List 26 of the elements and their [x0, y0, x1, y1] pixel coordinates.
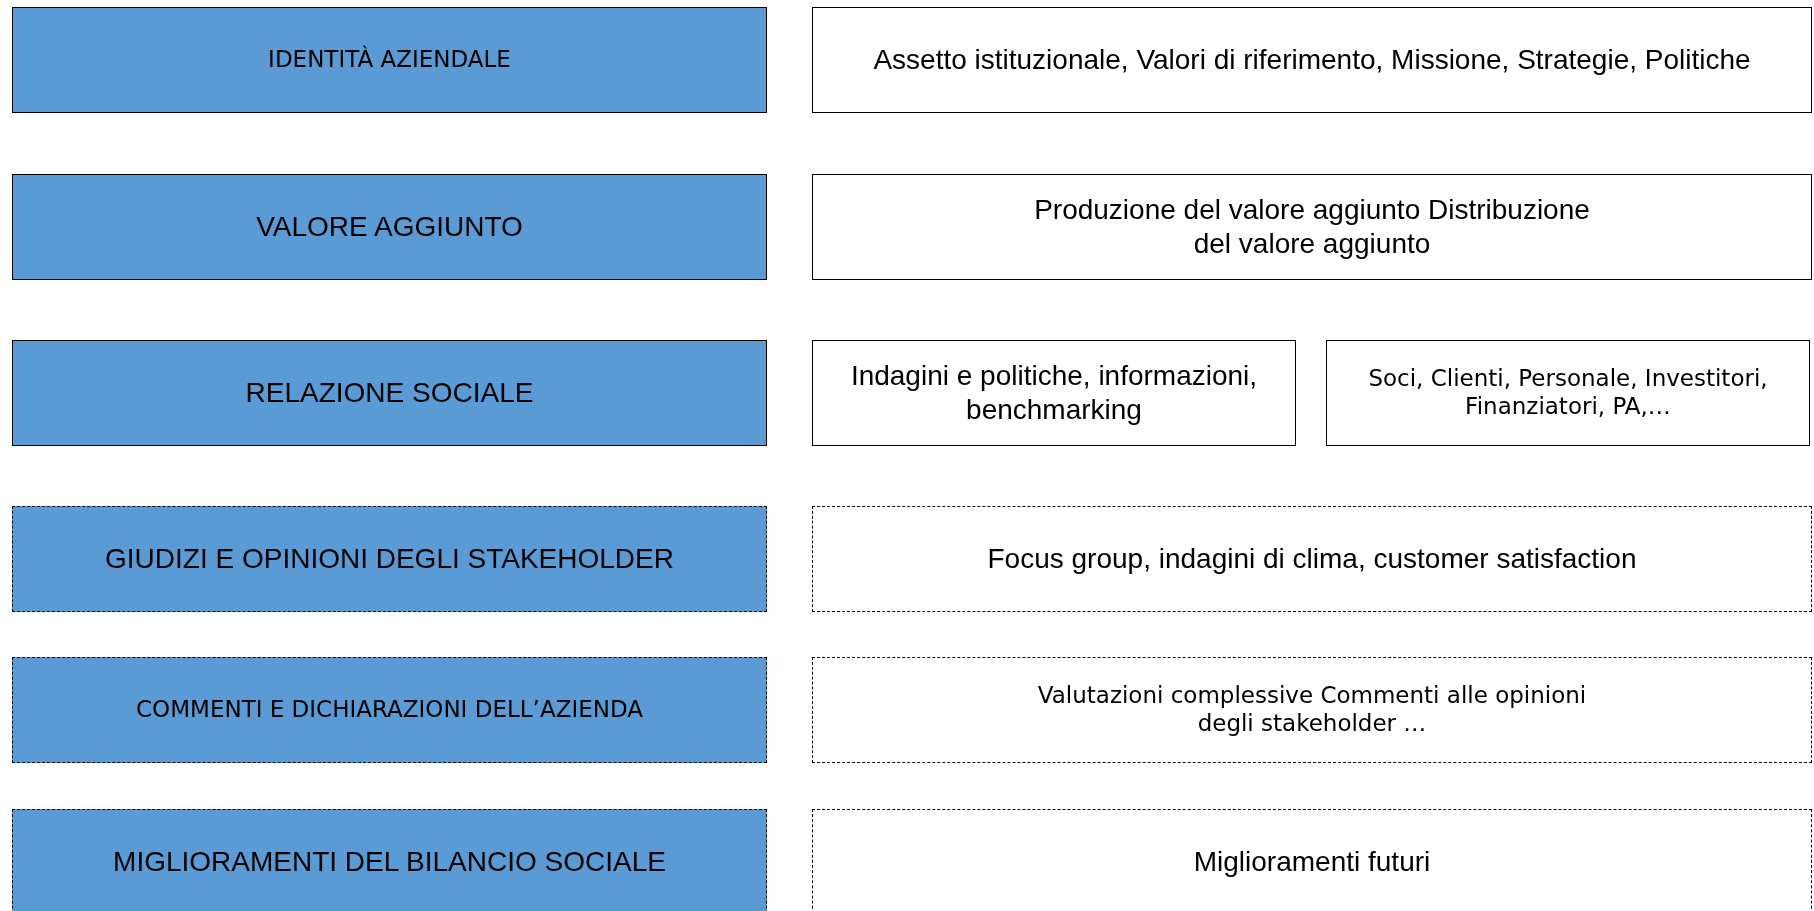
section-title: RELAZIONE SOCIALE — [244, 376, 535, 410]
description-box — [1326, 340, 1810, 446]
description-text: Valutazioni complessive Commenti alle opinioni degli stakeholder … — [1036, 682, 1588, 738]
section-box — [12, 7, 767, 113]
section-box — [12, 340, 767, 446]
section-title: COMMENTI E DICHIARAZIONI DELL’AZIENDA — [135, 696, 644, 724]
description-text: Assetto istituzionale, Valori di riferimento, Missione, Strategie, Politiche — [872, 43, 1752, 77]
description-box — [812, 7, 1812, 113]
section-box — [12, 809, 767, 911]
description-box — [812, 340, 1296, 446]
description-text: Soci, Clienti, Personale, Investitori, Finanziatori, PA,… — [1367, 365, 1769, 421]
section-title: MIGLIORAMENTI DEL BILANCIO SOCIALE — [112, 845, 667, 879]
section-box — [12, 174, 767, 280]
section-title: VALORE AGGIUNTO — [255, 210, 524, 244]
description-text: Produzione del valore aggiunto Distribuzione del valore aggiunto — [1033, 193, 1591, 261]
description-box — [812, 657, 1812, 763]
section-box — [12, 657, 767, 763]
description-box — [812, 506, 1812, 612]
description-text: Focus group, indagini di clima, customer satisfaction — [986, 542, 1638, 576]
section-title: GIUDIZI E OPINIONI DEGLI STAKEHOLDER — [104, 542, 675, 576]
section-box — [12, 506, 767, 612]
description-box — [812, 809, 1812, 911]
description-box — [812, 174, 1812, 280]
section-title: IDENTITÀ AZIENDALE — [267, 46, 512, 74]
description-text: Indagini e politiche, informazioni, benchmarking — [849, 359, 1259, 427]
description-text: Miglioramenti futuri — [1192, 845, 1432, 879]
